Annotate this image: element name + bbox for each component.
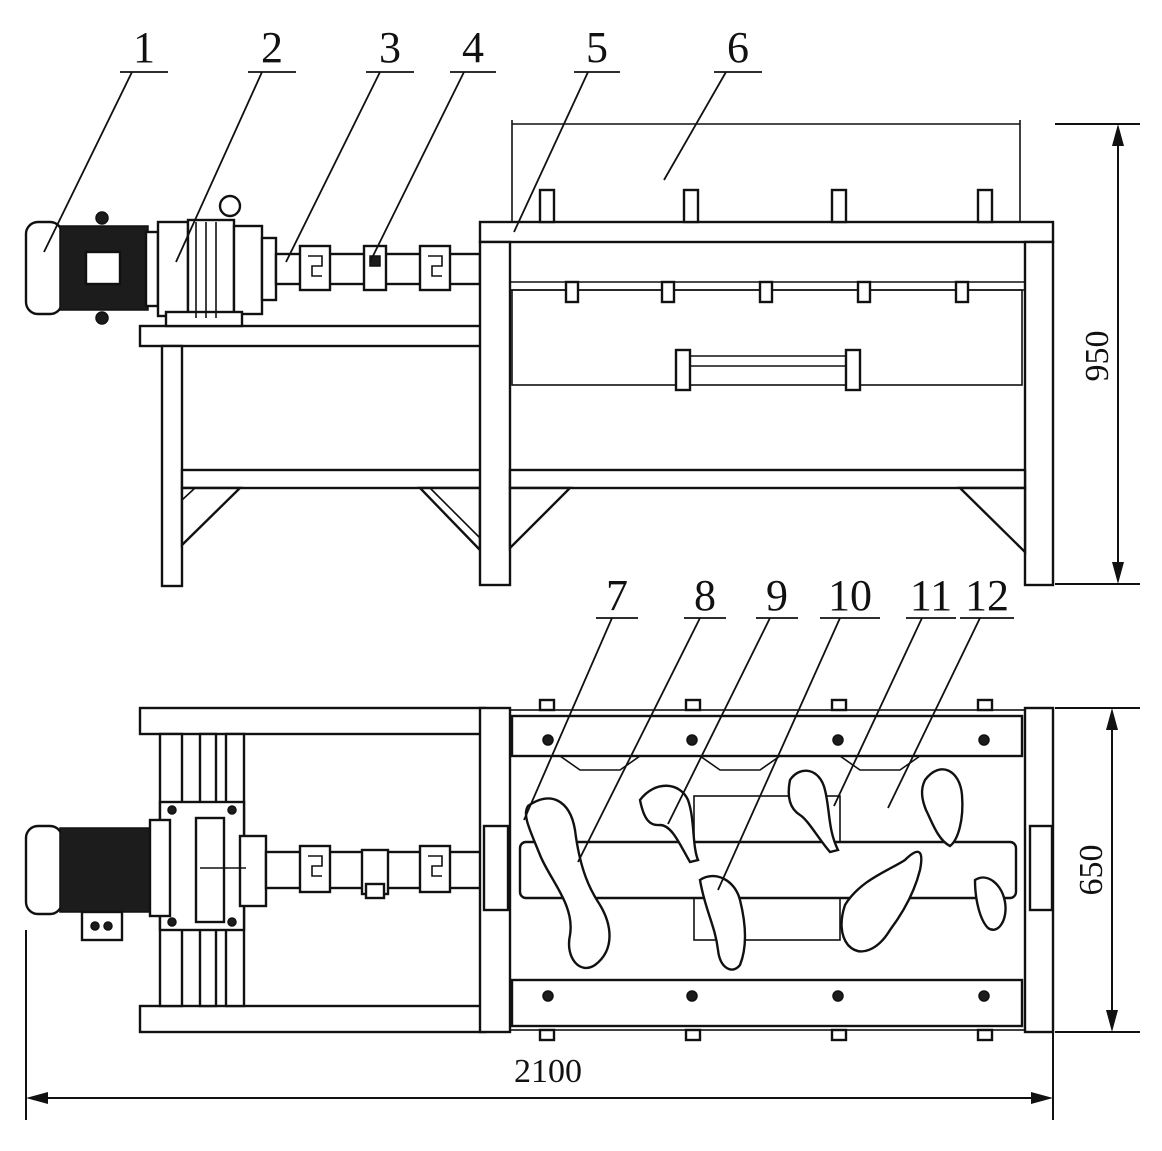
dimension-length-label: 2100 — [514, 1053, 582, 1090]
callout-12: 12 — [965, 571, 1009, 620]
callout-3: 3 — [379, 23, 401, 72]
callout-1: 1 — [133, 23, 155, 72]
callout-leaders — [43, 71, 1014, 891]
reducer-front — [156, 194, 278, 328]
callout-6: 6 — [727, 23, 749, 72]
motor-support-frame — [138, 324, 487, 588]
top-view — [24, 698, 1055, 1042]
callout-10: 10 — [828, 571, 872, 620]
callout-11: 11 — [910, 571, 952, 620]
tank-handle — [674, 348, 862, 392]
reducer-top — [148, 800, 268, 932]
callout-4: 4 — [462, 23, 484, 72]
top-bolts-front — [538, 188, 994, 304]
shaft-couplings-top — [264, 844, 498, 900]
dimension-height-label: 950 — [1079, 331, 1116, 382]
dimension-height: 950 — [1055, 123, 1140, 585]
motor-top — [24, 824, 151, 942]
shaft-couplings-front — [274, 244, 482, 292]
front-view — [24, 120, 1055, 588]
callout-2: 2 — [261, 23, 283, 72]
dimension-width: 650 — [1055, 707, 1140, 1033]
main-frame-front — [478, 120, 1055, 587]
callout-5: 5 — [586, 23, 608, 72]
dimension-length: 2100 — [25, 930, 1054, 1120]
motor-front — [24, 211, 160, 325]
dimension-width-label: 650 — [1073, 845, 1110, 896]
callout-9: 9 — [766, 571, 788, 620]
callout-8: 8 — [694, 571, 716, 620]
callout-numbers: 1 2 3 4 5 6 7 8 9 10 11 12 — [133, 23, 1009, 620]
tank-top — [478, 706, 1055, 1034]
callout-7: 7 — [606, 571, 628, 620]
top-view-bolts — [538, 698, 994, 1042]
